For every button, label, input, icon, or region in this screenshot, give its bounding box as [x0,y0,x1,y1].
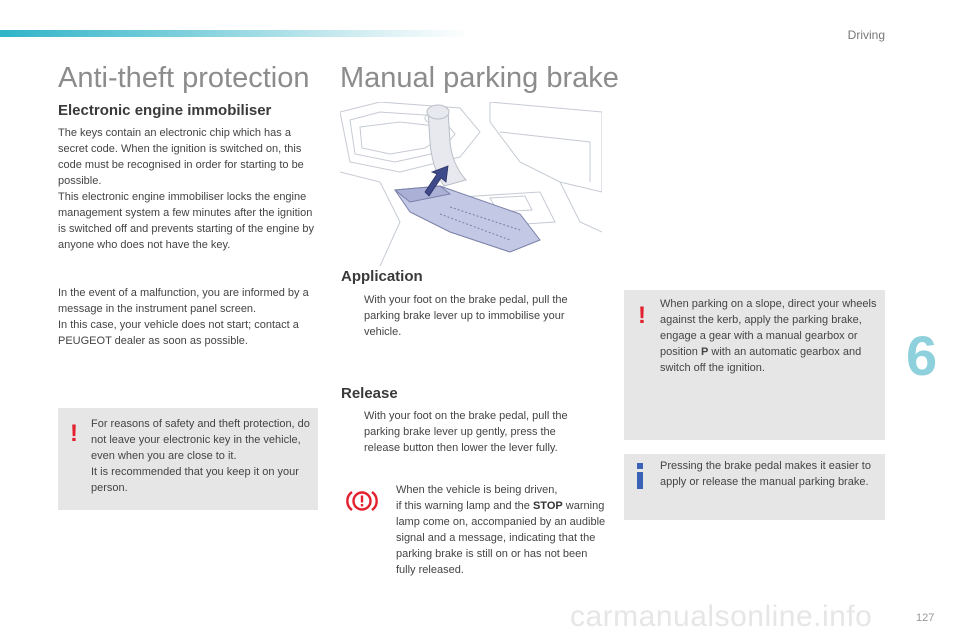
slope-text-post: with an automatic gearbox and switch off… [660,346,862,374]
stop-label: STOP [532,500,563,512]
parking-brake-lever-illustration [340,102,602,266]
key-warning-line-2: It is recommended that you keep it on yo… [91,466,299,494]
header-accent-bar [0,30,470,37]
warning-exclamation-icon: ! [638,302,646,329]
immobiliser-description: The keys contain an electronic chip whic… [58,125,320,253]
key-warning-line-1: For reasons of safety and theft protecti… [91,418,310,462]
info-icon [636,463,644,489]
release-instruction: With your foot on the brake pedal, pull … [341,408,601,458]
section-label: Driving [847,28,885,42]
key-warning-text: For reasons of safety and theft protecti… [91,416,313,496]
malfunction-description: In the event of a malfunction, you are i… [58,285,320,349]
parking-brake-warning-lamp-icon [346,491,378,511]
application-text: With your foot on the brake pedal, pull … [364,294,568,338]
heading-immobiliser: Electronic engine immobiliser [58,102,272,119]
immobiliser-para-2: This electronic engine immobiliser locks… [58,191,315,251]
key-warning-box: ! For reasons of safety and theft protec… [58,408,318,510]
brake-info-box: Pressing the brake pedal makes it easier… [624,454,885,520]
lamp-note-line-2-pre: if this warning lamp and the [396,500,533,512]
lamp-note-line-3: warning lamp come on, accompanied by an … [396,500,606,576]
heading-application: Application [341,268,423,285]
slope-warning-text: When parking on a slope, direct your whe… [660,296,878,376]
page-title-anti-theft: Anti-theft protection [58,62,310,94]
lamp-note-line-1: When the vehicle is being driven, [396,484,558,496]
gear-p-label: P [700,346,709,358]
heading-release: Release [341,385,398,402]
slope-warning-box: ! When parking on a slope, direct your w… [624,290,885,440]
slope-text-pre: When parking on a slope, direct your whe… [660,298,877,358]
release-text: With your foot on the brake pedal, pull … [364,410,568,454]
warning-exclamation-icon: ! [70,420,78,447]
page-number: 127 [916,612,935,624]
malfunction-para-2: In this case, your vehicle does not star… [58,319,299,347]
chapter-number: 6 [906,324,938,387]
warning-lamp-note: When the vehicle is being driven, if thi… [396,482,608,578]
page-title-parking-brake: Manual parking brake [340,62,619,94]
immobiliser-para-1: The keys contain an electronic chip whic… [58,127,304,187]
malfunction-para-1: In the event of a malfunction, you are i… [58,287,309,315]
brake-info-text: Pressing the brake pedal makes it easier… [660,460,871,488]
application-instruction: With your foot on the brake pedal, pull … [341,292,601,342]
watermark: carmanualsonline.info [570,600,873,633]
